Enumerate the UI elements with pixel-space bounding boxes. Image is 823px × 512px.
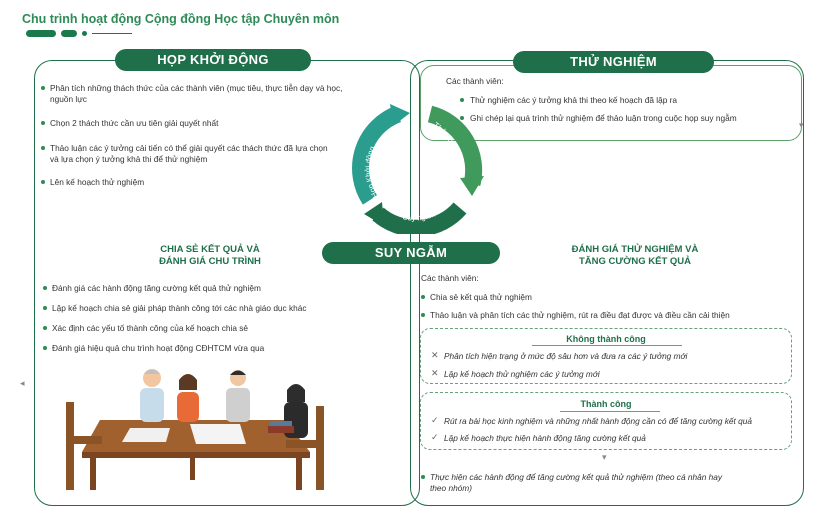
divider [532, 345, 682, 346]
bullet [43, 326, 47, 330]
testing-item: Thử nghiệm các ý tưởng khả thi theo kế h… [470, 95, 678, 105]
evaluate-intro: Các thành viên: [421, 273, 479, 283]
page-title: Chu trình hoạt động Cộng đồng Học tập Ch… [22, 12, 340, 26]
kickoff-item: Thảo luận các ý tưởng cải tiến có thể gi… [50, 143, 328, 153]
cycle-arc-test [427, 105, 483, 187]
fail-item: Lập kế hoạch thử nghiệm các ý tưởng mới [444, 369, 600, 379]
kickoff-item: Phân tích những thách thức của các thành… [50, 83, 343, 93]
testing-box [420, 65, 802, 141]
bullet [41, 86, 45, 90]
share-item: Lập kế hoạch chia sẻ giải pháp thành côn… [52, 303, 307, 313]
bullet [43, 346, 47, 350]
final-line-1: Thực hiện các hành động để tăng cường kế… [430, 472, 723, 482]
final-line-2: theo nhóm) [430, 483, 472, 493]
bullet [421, 475, 425, 479]
cycle-diagram: Họp Khởi động Thử nghiệm Suy ngẫm [352, 104, 484, 234]
kickoff-item-cont: và lựa chọn ý tưởng khả thi để thử nghiệ… [50, 154, 208, 164]
kickoff-item: Chọn 2 thách thức cần ưu tiên giải quyết… [50, 118, 219, 128]
share-item: Đánh giá hiệu quả chu trình hoạt động CĐ… [52, 343, 265, 353]
bullet [460, 116, 464, 120]
check-icon: ✓ [431, 415, 439, 425]
testing-intro: Các thành viên: [446, 76, 504, 86]
kickoff-header: HỌP KHỞI ĐỘNG [115, 49, 311, 71]
share-item: Đánh giá các hành động tăng cường kết qu… [52, 283, 261, 293]
evaluate-heading-1: ĐÁNH GIÁ THỬ NGHIỆM VÀ [571, 244, 699, 255]
cycle-arc-reflect [372, 202, 467, 234]
kickoff-item: Lên kế hoạch thử nghiệm [50, 177, 145, 187]
fail-item: Phân tích hiện trạng ở mức độ sâu hơn và… [444, 351, 688, 361]
share-heading-2: ĐÁNH GIÁ CHU TRÌNH [159, 256, 261, 267]
share-item: Xác định các yếu tố thành công của kế ho… [52, 323, 249, 333]
bullet [41, 180, 45, 184]
bullet [43, 306, 47, 310]
evaluate-item: Chia sẻ kết quả thử nghiệm [430, 292, 532, 302]
evaluate-item: Thảo luận và phân tích các thử nghiệm, r… [430, 310, 730, 320]
bullet [43, 286, 47, 290]
fail-title: Không thành công [566, 334, 646, 344]
bullet [41, 146, 45, 150]
share-heading-1: CHIA SẺ KẾT QUẢ VÀ [160, 244, 260, 255]
down-arrow-icon: ▾ [799, 120, 804, 130]
bullet [421, 313, 425, 317]
cross-icon: ✕ [431, 350, 439, 360]
bullet [460, 98, 464, 102]
down-arrow-icon: ▾ [602, 452, 607, 462]
bullet [421, 295, 425, 299]
success-title: Thành công [580, 399, 632, 409]
divider [560, 411, 660, 412]
testing-item: Ghi chép lại quá trình thử nghiệm để thả… [470, 113, 737, 123]
success-item: Lập kế hoạch thực hiện hành động tăng cư… [444, 433, 646, 443]
meeting-illustration [66, 369, 324, 490]
evaluate-heading-2: TĂNG CƯỜNG KẾT QUẢ [578, 256, 692, 267]
cycle-arc-kickoff [352, 106, 402, 205]
testing-header: THỬ NGHIỆM [513, 51, 714, 73]
title-decoration [26, 30, 132, 37]
success-box [420, 392, 792, 450]
kickoff-item-cont: nguồn lực [50, 94, 87, 104]
check-icon: ✓ [431, 432, 439, 442]
cross-icon: ✕ [431, 368, 439, 378]
fail-box [420, 328, 792, 384]
bullet [41, 121, 45, 125]
success-item: Rút ra bài học kinh nghiệm và những nhất… [444, 416, 752, 426]
left-arrow-icon: ◂ [20, 378, 25, 388]
reflect-header: SUY NGẪM [322, 242, 500, 264]
